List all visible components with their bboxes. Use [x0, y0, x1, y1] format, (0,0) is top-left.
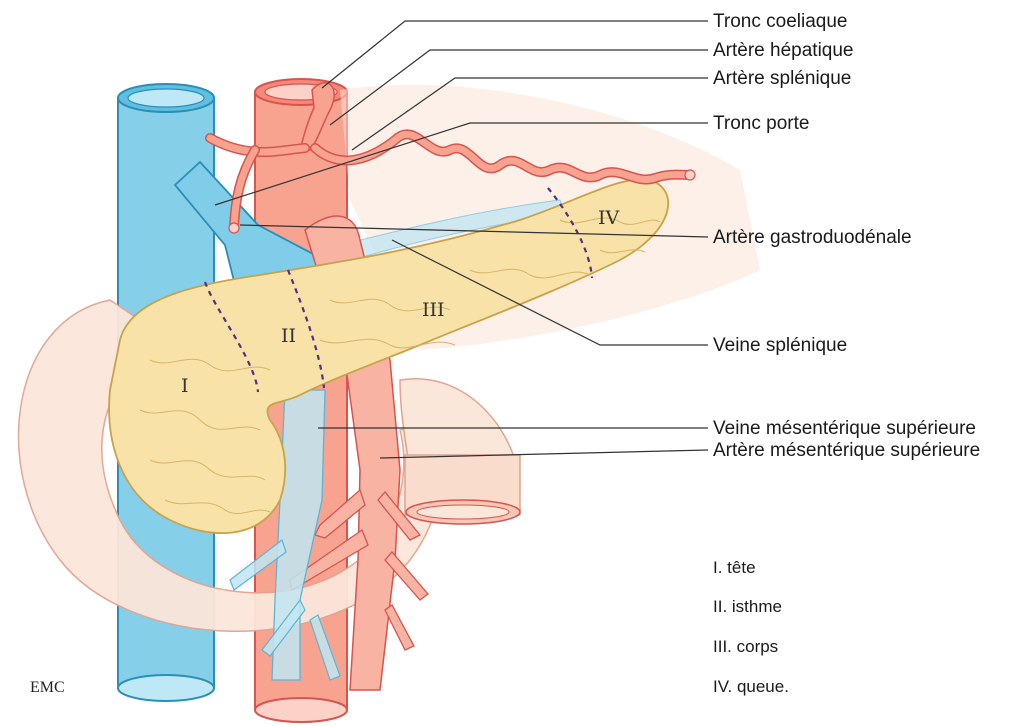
segment-label-isthmus: II [281, 325, 296, 347]
label-artere-gastroduodenale: Artère gastroduodénale [713, 227, 912, 248]
label-artere-hepatique: Artère hépatique [713, 40, 854, 61]
segment-label-head: I [181, 375, 189, 397]
label-artere-splenique: Artère splénique [713, 68, 851, 89]
legend-item-corps: III. corps [713, 637, 778, 656]
label-veine-splenique: Veine splénique [713, 335, 847, 356]
emc-watermark: EMC [30, 679, 65, 696]
legend-item-queue: IV. queue. [713, 677, 789, 696]
label-veine-mesenterique-sup: Veine mésentérique supérieure [713, 418, 976, 439]
legend: I. tête II. isthme III. corps IV. queue. [713, 558, 789, 696]
segment-label-body: III [422, 299, 445, 321]
label-artere-mesenterique-sup: Artère mésentérique supérieure [713, 440, 980, 461]
segment-label-tail: IV [598, 207, 620, 229]
legend-item-tete: I. tête [713, 558, 756, 577]
label-tronc-coeliaque: Tronc coeliaque [713, 11, 847, 32]
label-tronc-porte: Tronc porte [713, 113, 809, 134]
jejunum-loop [400, 379, 520, 524]
legend-item-isthme: II. isthme [713, 597, 782, 616]
